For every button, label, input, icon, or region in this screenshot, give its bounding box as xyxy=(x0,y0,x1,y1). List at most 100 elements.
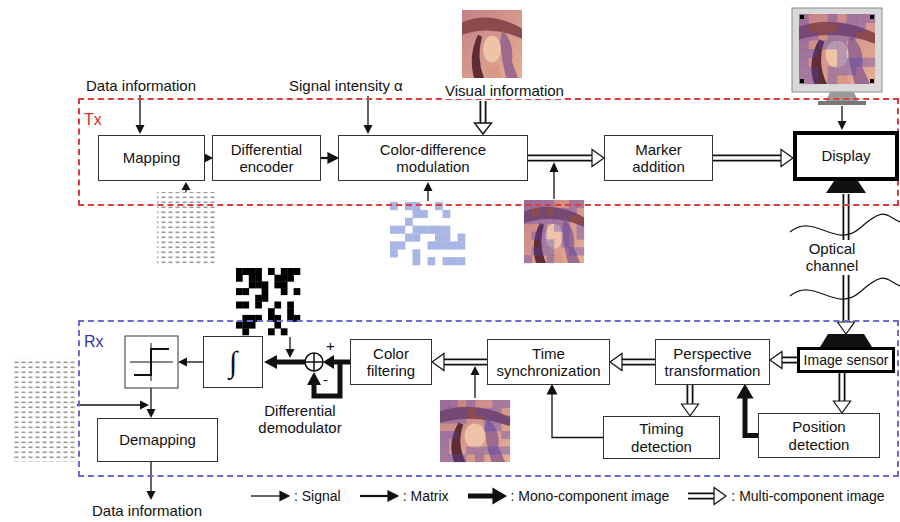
mosaic-cell xyxy=(554,208,562,216)
mosaic-cell xyxy=(449,416,458,424)
mosaic-cell xyxy=(475,447,484,455)
threshold-box xyxy=(125,336,178,388)
connector-line xyxy=(360,495,390,497)
mosaic-cell xyxy=(847,23,857,32)
mosaic-cell xyxy=(443,226,451,234)
mosaic-cell xyxy=(428,226,436,234)
signal-arrow xyxy=(186,361,203,362)
arrow-head xyxy=(264,355,277,369)
process-box: Color-difference modulation xyxy=(338,135,528,181)
connector-line xyxy=(713,155,781,162)
process-box: Color filtering xyxy=(350,339,432,385)
adder-cross xyxy=(305,353,323,371)
mosaic-cell xyxy=(847,14,857,23)
mosaic-cell xyxy=(443,241,451,249)
signal-arrow xyxy=(150,462,151,492)
modulated-image xyxy=(524,200,584,263)
visual-image xyxy=(462,10,522,78)
mosaic-cell xyxy=(493,400,502,408)
legend-sample xyxy=(250,486,290,506)
connector-line xyxy=(687,385,694,404)
mosaic-cell xyxy=(398,241,406,249)
arrow-head xyxy=(140,401,149,410)
mosaic-cell xyxy=(281,268,288,275)
mosaic-cell xyxy=(847,58,857,67)
channel-wave xyxy=(790,214,900,235)
arrow-head xyxy=(182,182,191,190)
connector-line xyxy=(528,155,592,162)
connector-line xyxy=(251,495,282,496)
mosaic-cell xyxy=(242,328,249,335)
node-label: Time synchronization xyxy=(490,345,608,380)
mosaic-cell xyxy=(281,328,288,335)
mosaic-cell xyxy=(828,67,838,76)
mosaic-cell xyxy=(837,49,847,58)
mosaic-cell xyxy=(413,202,421,210)
mosaic-cell xyxy=(547,255,555,263)
mosaic-cell xyxy=(405,234,413,242)
region-label: Tx xyxy=(84,111,102,129)
mosaic-cell xyxy=(262,281,269,288)
mosaic-cell xyxy=(547,239,555,247)
arrow-head xyxy=(136,125,145,134)
mosaic-cell xyxy=(569,247,577,255)
node-label: Position detection xyxy=(774,418,864,453)
mosaic-cell xyxy=(577,224,585,232)
mosaic-cell xyxy=(484,447,493,455)
process-box: Marker addition xyxy=(604,135,713,181)
connector xyxy=(834,373,851,413)
mosaic-cell xyxy=(262,288,269,295)
mosaic-cell xyxy=(428,257,436,265)
channel-label: Optical channel xyxy=(798,240,866,275)
rx-region: RxImage sensorPerspective transformation… xyxy=(78,320,899,477)
mosaic-cell xyxy=(440,400,449,408)
mosaic-cell xyxy=(799,58,809,67)
arrow-head xyxy=(834,401,851,413)
connector-line xyxy=(839,373,846,401)
mosaic-cell xyxy=(484,408,493,416)
mosaic-cell xyxy=(809,67,819,76)
arrow-head xyxy=(328,153,338,163)
arrow-head xyxy=(548,385,557,394)
mosaic-cell xyxy=(547,216,555,224)
image-arrow xyxy=(481,101,484,123)
mosaic-cell xyxy=(413,234,421,242)
connector xyxy=(770,352,797,369)
output-label: Data information xyxy=(92,502,202,519)
mosaic-cell xyxy=(287,268,294,275)
received-image xyxy=(440,400,510,462)
input-label: Visual information xyxy=(445,82,564,99)
mosaic-cell xyxy=(837,40,847,49)
connector xyxy=(738,385,759,436)
signal-arrow xyxy=(150,388,151,410)
connector-line xyxy=(688,493,714,500)
data-matrix-image xyxy=(13,358,75,462)
arrow-head xyxy=(286,349,295,358)
monitor-frame xyxy=(792,8,882,92)
monitor-screen xyxy=(799,14,875,84)
mosaic-cell xyxy=(458,408,467,416)
arrow-head xyxy=(178,358,187,367)
arrow-head xyxy=(550,162,559,172)
mosaic-cell xyxy=(440,439,449,447)
node-label: Color-difference modulation xyxy=(363,141,503,176)
mosaic-cell xyxy=(539,208,547,216)
mosaic-cell xyxy=(449,408,458,416)
mosaic-cell xyxy=(501,416,510,424)
block-label: Differential demodulator xyxy=(250,402,350,437)
connector xyxy=(548,385,604,438)
mosaic-cell xyxy=(255,302,262,309)
connector-line xyxy=(622,360,655,363)
arrow-head xyxy=(323,355,334,369)
arrow-head xyxy=(592,150,604,167)
process-box: Time synchronization xyxy=(487,339,610,385)
binary-image xyxy=(236,268,300,335)
mosaic-cell xyxy=(236,288,243,295)
mosaic-cell xyxy=(255,268,262,275)
mosaic-cell xyxy=(856,23,866,32)
mosaic-cell xyxy=(828,32,838,41)
mosaic-cell xyxy=(458,257,466,265)
image-arrow xyxy=(474,374,475,398)
adder-circle xyxy=(305,353,323,371)
